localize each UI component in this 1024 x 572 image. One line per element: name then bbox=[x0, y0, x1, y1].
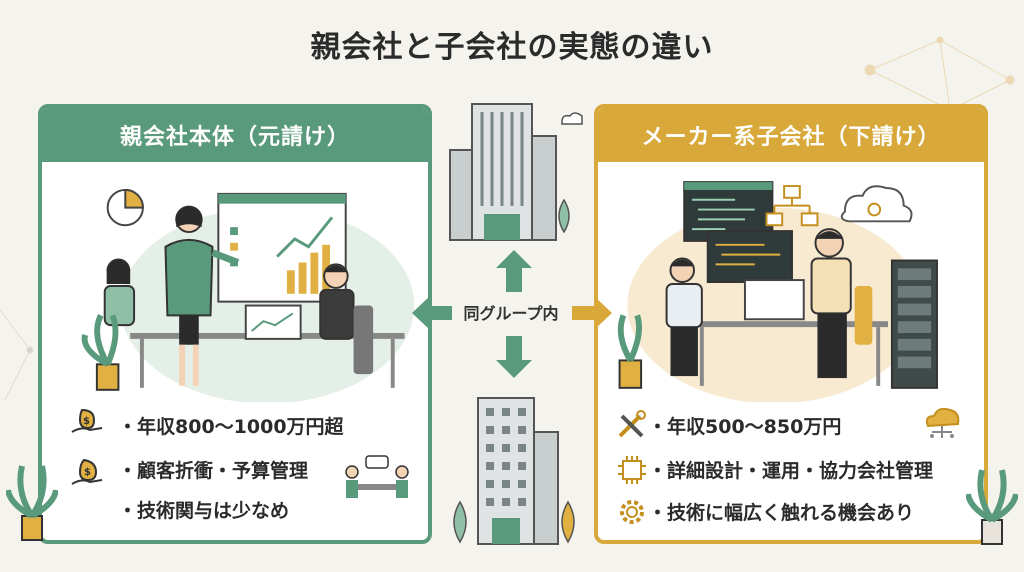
page-title: 親会社と子会社の実態の違い bbox=[310, 30, 714, 65]
subsidiary-header: メーカー系子会社（下請け） bbox=[598, 108, 984, 162]
same-group-label: 同グループ内 bbox=[463, 304, 559, 323]
subsidiary-building-icon bbox=[453, 397, 575, 545]
subsidiary-bullet-3: ・技術に幅広く触れる機会あり bbox=[648, 502, 915, 524]
subsidiary-bullet-1: ・年収500〜850万円 bbox=[648, 416, 842, 438]
arrow-right-icon bbox=[572, 296, 612, 330]
chip-icon bbox=[618, 456, 646, 484]
parent-company-panel: 親会社本体（元請け） bbox=[38, 104, 432, 544]
parent-bullet-1: ・年収800〜1000万円超 bbox=[118, 416, 344, 438]
subsidiary-panel: メーカー系子会社（下請け） bbox=[594, 104, 988, 544]
it-engineers-illustration bbox=[617, 181, 938, 402]
gear-icon bbox=[620, 500, 644, 524]
plant-left-icon bbox=[6, 465, 58, 541]
parent-building-icon bbox=[449, 103, 583, 241]
svg-text:$: $ bbox=[83, 416, 90, 427]
parent-bullet-3: ・技術関与は少なめ bbox=[118, 500, 290, 522]
tools-icon bbox=[618, 410, 646, 438]
subsidiary-bullet-2: ・詳細設計・運用・協力会社管理 bbox=[648, 460, 934, 482]
meeting-icon bbox=[345, 455, 409, 498]
money-hand-icon: $ bbox=[71, 408, 103, 433]
parent-bullet-2: ・顧客折衝・予算管理 bbox=[118, 460, 309, 482]
cloud-network-icon bbox=[925, 407, 960, 438]
plant-right-icon bbox=[966, 469, 1018, 545]
parent-company-header: 親会社本体（元請け） bbox=[42, 108, 428, 162]
arrow-left-icon bbox=[412, 296, 452, 330]
office-presentation-illustration bbox=[81, 188, 415, 402]
arrow-down-icon bbox=[496, 336, 532, 378]
svg-text:$: $ bbox=[84, 467, 91, 478]
arrow-up-icon bbox=[496, 250, 532, 292]
money-bag-hand-icon: $ bbox=[71, 458, 103, 485]
network-decoration-left bbox=[0, 309, 34, 401]
